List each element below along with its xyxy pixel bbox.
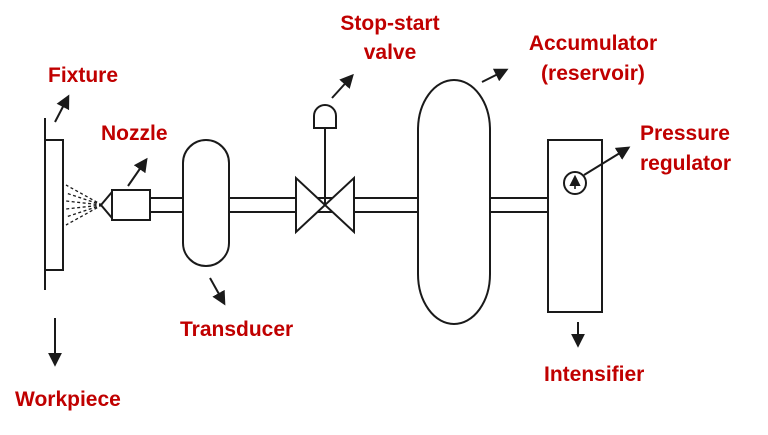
accumulator-arrow [481,68,509,83]
pressure-regulator-label-line2: regulator [640,152,731,175]
nozzle-label: Nozzle [101,122,168,145]
workpiece-plate [44,118,64,290]
pressure-regulator-label-line1: Pressure [640,122,730,145]
fixture-label: Fixture [48,64,118,87]
intensifier-body [547,139,603,313]
transducer-arrow [209,277,226,306]
nozzle-arrow [127,157,148,187]
water-jet-spray [65,184,103,226]
transducer-body [182,139,230,267]
workpiece-label: Workpiece [15,388,121,411]
pressure-regulator-arrow [583,146,631,176]
intensifier-label: Intensifier [544,363,644,386]
accumulator-label-line2: (reservoir) [541,62,645,85]
stop-start-valve-label-line1: Stop-start [340,12,439,35]
accumulator-body [417,79,491,325]
nozzle-body [99,189,151,221]
accumulator-label-line1: Accumulator [529,32,657,55]
fixture-arrow [54,94,70,123]
stop-start-valve-arrow [331,73,354,99]
stop-start-valve-symbol [295,104,355,235]
stop-start-valve-label-line2: valve [364,41,417,64]
transducer-label: Transducer [180,318,293,341]
